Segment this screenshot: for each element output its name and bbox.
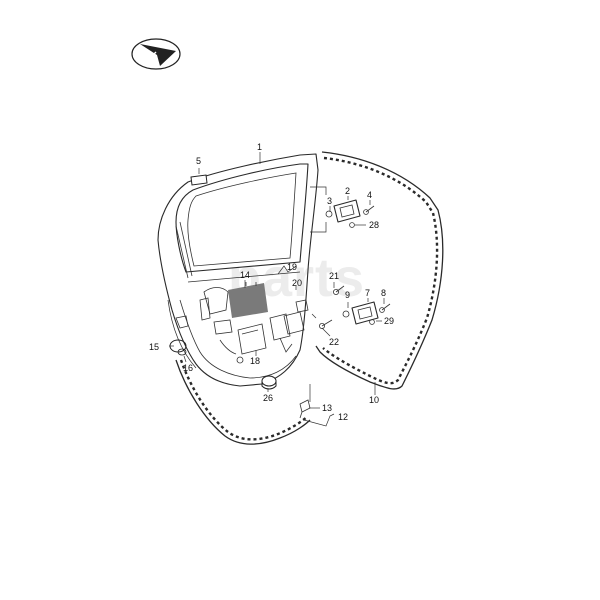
callout-15: 15 — [149, 342, 159, 352]
bolt — [318, 285, 345, 329]
callout-8: 8 — [381, 288, 386, 298]
callout-3: 3 — [327, 196, 332, 206]
retainer-clip — [299, 399, 311, 419]
lower-seal-strip — [175, 359, 311, 445]
callout-12: 12 — [338, 412, 348, 422]
callout-16: 16 — [183, 363, 193, 373]
upper-hinge — [325, 199, 375, 228]
callout-14: 14 — [240, 270, 250, 280]
callout-labels: 1 2 3 4 5 7 8 9 10 12 13 14 15 16 18 19 … — [149, 142, 394, 422]
door-seal — [315, 151, 444, 390]
plug-cap — [261, 375, 277, 390]
callout-4: 4 — [367, 190, 372, 200]
window-channel — [175, 221, 193, 279]
callout-5: 5 — [196, 156, 201, 166]
plane-logo-icon — [131, 38, 181, 70]
callout-13: 13 — [322, 403, 332, 413]
callout-9: 9 — [345, 290, 350, 300]
callout-26: 26 — [263, 393, 273, 403]
callout-10: 10 — [369, 395, 379, 405]
callout-28: 28 — [369, 220, 379, 230]
callout-18: 18 — [250, 356, 260, 366]
callout-20: 20 — [292, 278, 302, 288]
callout-1: 1 — [257, 142, 262, 152]
callout-2: 2 — [345, 186, 350, 196]
lower-hinge — [342, 301, 391, 325]
callout-22: 22 — [329, 337, 339, 347]
callout-7: 7 — [365, 288, 370, 298]
sound-pad — [228, 283, 268, 318]
leader-lines — [169, 152, 385, 427]
callout-21: 21 — [329, 271, 339, 281]
label-badge — [190, 174, 208, 186]
grommet — [169, 339, 187, 356]
callout-19: 19 — [287, 262, 297, 272]
callout-29: 29 — [384, 316, 394, 326]
lock-module-assembly — [199, 282, 309, 364]
